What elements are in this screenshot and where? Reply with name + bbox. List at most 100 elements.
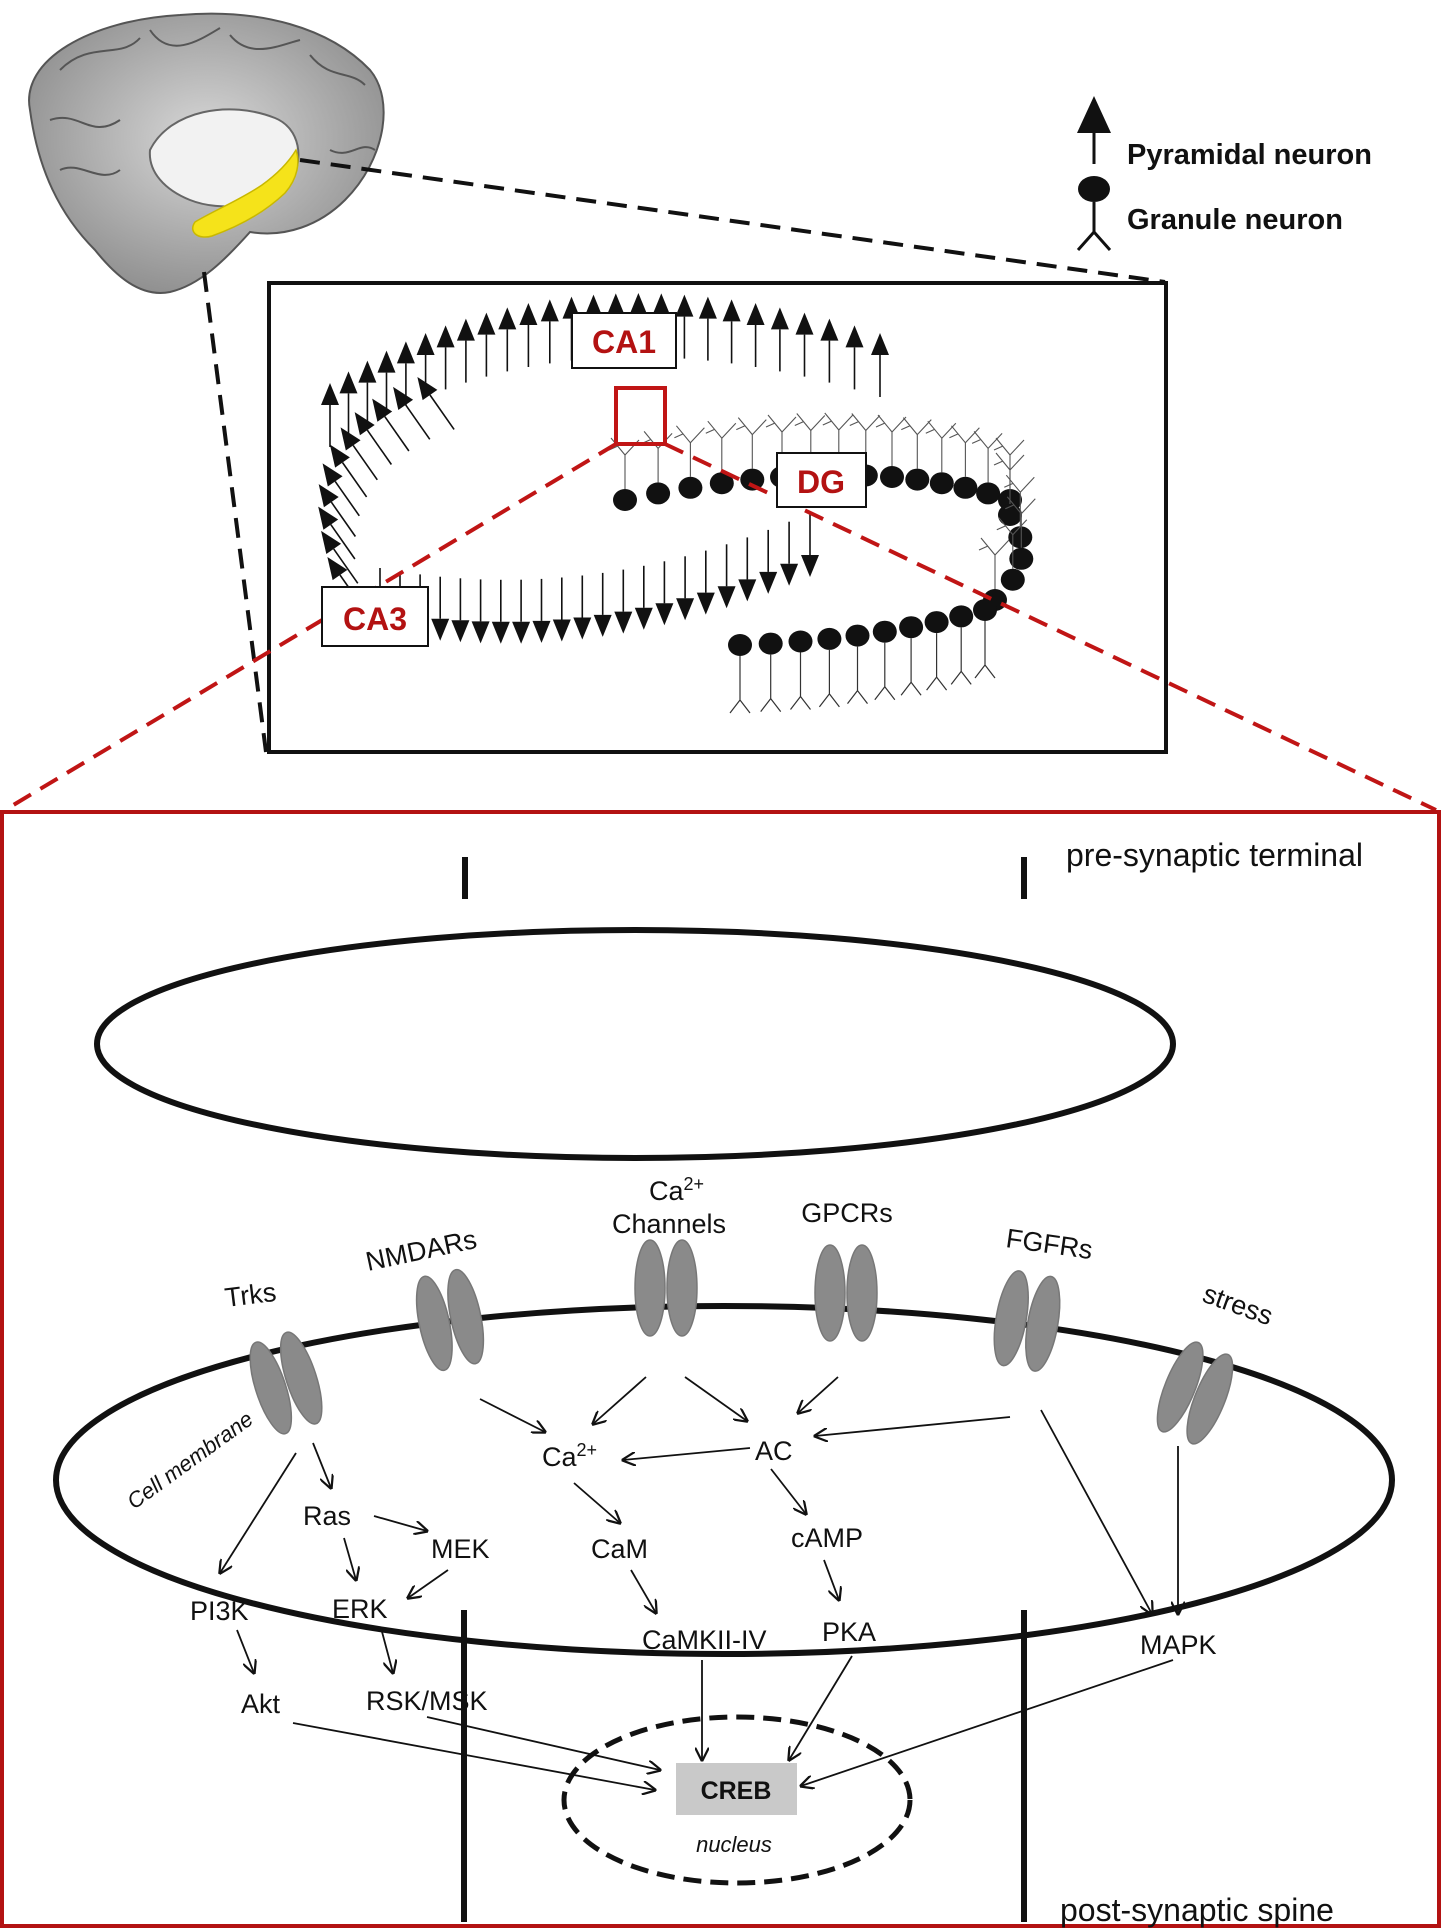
granule-neuron [641, 431, 673, 505]
pyramidal-neuron [573, 575, 592, 640]
creb-label: CREB [701, 1777, 772, 1805]
arrow-fgfrs-mapk [1040, 1409, 1152, 1614]
pyramidal-neuron [456, 318, 475, 383]
pre-synaptic-terminal [94, 857, 1176, 1161]
granule-neuron [899, 616, 924, 696]
mol-mek: MEK [431, 1534, 490, 1564]
pyramidal-neuron [552, 577, 571, 642]
mol-ac: AC [755, 1436, 793, 1466]
nmdars-label: NMDARs [363, 1224, 479, 1277]
svg-text:CA3: CA3 [343, 601, 407, 637]
mol-ca: Ca2+ [542, 1440, 597, 1472]
granule-neuron [949, 605, 974, 685]
granule-neuron [996, 517, 1028, 591]
arrow-channels-ca [593, 1376, 647, 1424]
granule-neuron [973, 599, 997, 679]
granule-neuron [705, 420, 737, 495]
post-synaptic-spine [53, 1303, 1395, 1922]
mol-pka: PKA [822, 1617, 876, 1647]
pyramidal-neuron [519, 303, 538, 367]
pyramidal-neuron [746, 303, 765, 367]
signaling-arrows [220, 1376, 1178, 1790]
arrow-ca-cam [573, 1482, 620, 1523]
granule-neuron [971, 431, 1003, 505]
synapse-panel-frame [0, 810, 1441, 1928]
granule-neuron [925, 420, 957, 495]
trks-label: Trks [223, 1277, 278, 1313]
granule-neuron [845, 624, 870, 704]
pyramidal-neuron [354, 412, 393, 465]
pyramidal-neuron [540, 299, 559, 364]
arrow-ras-erk [343, 1537, 356, 1580]
pyramidal-neuron [512, 579, 531, 644]
pyramidal-neuron [871, 333, 889, 397]
region-label-dg: DG [776, 452, 867, 508]
granule-neuron [758, 632, 783, 712]
pyramidal-neuron [780, 521, 799, 586]
brain-illustration [28, 12, 385, 294]
creb-box [676, 1763, 797, 1815]
signaling-molecules: Ca2+ AC Ras MEK ERK PI3K Akt RSK/MSK CaM… [190, 1436, 1217, 1719]
pyramidal-neuron [722, 299, 741, 364]
granule-neuron [949, 425, 980, 499]
pyramidal-neuron [498, 307, 517, 372]
region-label-ca3: CA3 [321, 586, 429, 647]
mol-ras: Ras [303, 1501, 351, 1531]
granule-neuron [872, 620, 897, 701]
cell-membrane-label: Cell membrane [122, 1406, 257, 1514]
pyramidal-neuron [436, 325, 455, 390]
pyramidal-neuron [491, 579, 510, 644]
arrow-mek-erk [408, 1569, 449, 1598]
granule-neuron [736, 417, 767, 491]
granule-neuron [674, 425, 705, 499]
svg-text:CA1: CA1 [592, 324, 656, 360]
pyramidal-neuron [358, 360, 377, 425]
pyramidal-neuron [477, 312, 496, 377]
arrow-camp-pka [823, 1559, 839, 1600]
pyramidal-neuron [322, 463, 360, 517]
arrow-channels-ac [684, 1376, 747, 1421]
mol-rskmsk: RSK/MSK [366, 1686, 488, 1716]
arrow-fgfrs-ac [815, 1416, 1011, 1436]
pyramidal-neuron [795, 312, 814, 377]
pyramidal-neuron [759, 529, 778, 594]
legend: Pyramidal neuron Granule neuron [1076, 96, 1372, 251]
arrow-ac-ca [623, 1447, 751, 1460]
granule-neuron [728, 634, 752, 714]
pyramidal-neuron [417, 376, 455, 430]
fgfrs-receptor [993, 1270, 1061, 1372]
ca-channels-label-channels: Channels [612, 1209, 726, 1239]
arrow-trks-ras [312, 1442, 331, 1488]
nmdars-receptor [415, 1268, 485, 1372]
granule-neuron [875, 414, 907, 488]
arrow-erk-rskmsk [380, 1627, 393, 1673]
arrow-pi3k-akt [236, 1629, 254, 1673]
granule-neuron [1005, 496, 1036, 570]
granule-neuron [1004, 474, 1035, 549]
post-synaptic-label: post-synaptic spine [1060, 1892, 1334, 1928]
pyramidal-neuron [329, 444, 368, 498]
pyramidal-neuron [339, 371, 358, 436]
arrow-rskmsk-creb [426, 1716, 660, 1770]
pyramidal-neuron [451, 578, 470, 643]
pyramidal-neuron [820, 318, 839, 383]
pyramidal-neuron [845, 325, 864, 390]
pyramidal-neuron [717, 544, 736, 609]
granule-neuron [993, 452, 1025, 526]
granule-neuron [901, 417, 932, 491]
stress-label: stress [1199, 1278, 1277, 1331]
granule-cell-layer [608, 412, 1036, 714]
stress-receptor [1156, 1341, 1234, 1445]
zoom-lines-black [202, 158, 1166, 753]
arrow-trks-pi3k [220, 1452, 297, 1573]
arrow-pka-creb [789, 1655, 853, 1760]
gpcrs-label: GPCRs [801, 1198, 893, 1228]
pyramidal-neuron [321, 383, 339, 447]
pyramidal-neuron [676, 556, 695, 621]
ca-channels-receptor [634, 1239, 698, 1337]
legend-pyramidal-label: Pyramidal neuron [1127, 139, 1372, 171]
ca-channels-label-ca: Ca2+ [649, 1174, 704, 1206]
legend-granule-label: Granule neuron [1127, 204, 1343, 236]
granule-neuron-icon [1078, 176, 1110, 202]
